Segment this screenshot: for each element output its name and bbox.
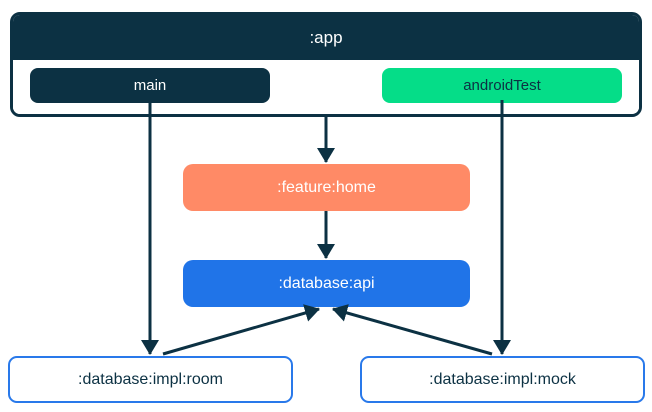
node-android-test-label: androidTest bbox=[463, 77, 541, 94]
edge-database-impl-mock-to-database-api bbox=[332, 304, 493, 356]
node-android-test: androidTest bbox=[382, 68, 622, 103]
node-database-impl-mock: :database:impl:mock bbox=[360, 356, 645, 403]
node-database-api-label: :database:api bbox=[278, 274, 375, 292]
node-app-body: main androidTest bbox=[13, 60, 639, 114]
node-app-label: :app bbox=[309, 27, 343, 47]
edge-database-impl-room-to-database-api bbox=[162, 304, 320, 356]
node-app: :app main androidTest bbox=[10, 12, 642, 117]
node-database-impl-room: :database:impl:room bbox=[8, 356, 293, 403]
node-main: main bbox=[30, 68, 270, 103]
node-feature-home-label: :feature:home bbox=[277, 178, 376, 196]
node-database-api: :database:api bbox=[183, 260, 470, 307]
node-feature-home: :feature:home bbox=[183, 164, 470, 211]
node-database-impl-mock-label: :database:impl:mock bbox=[429, 370, 576, 388]
node-main-label: main bbox=[133, 77, 167, 94]
node-app-header: :app bbox=[13, 15, 639, 60]
node-database-impl-room-label: :database:impl:room bbox=[78, 370, 223, 388]
